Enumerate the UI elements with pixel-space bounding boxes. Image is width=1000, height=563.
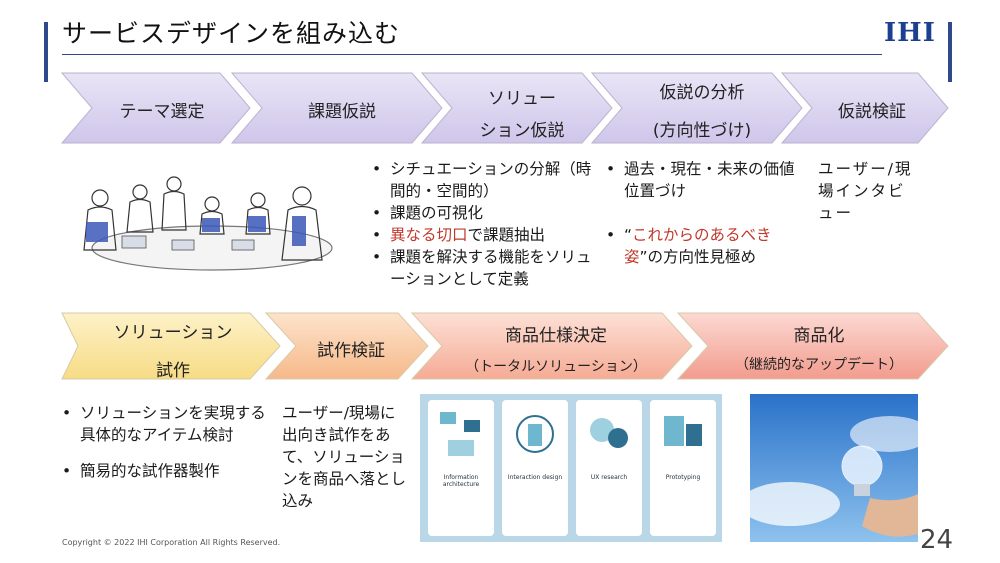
- ux-card-1: Information architecture: [428, 400, 494, 536]
- chevron-label-analysis-1: 仮説の分析: [659, 83, 745, 103]
- chevron-label-prototype-test: 試作検証: [317, 341, 385, 361]
- chevron-label-prototype-1: ソリューション: [113, 323, 233, 343]
- note-future-direction: “これからのあるべき姿”の方向性見極め: [602, 224, 807, 268]
- chevron-label-commercialize-1: 商品化: [793, 326, 845, 346]
- chevron-prototype-test: [264, 312, 429, 380]
- note-value-positioning: 過去・現在・未来の価値位置づけ: [602, 158, 807, 202]
- prototyping-icon: [664, 416, 702, 446]
- chevron-label-hypothesis: 課題仮説: [308, 102, 376, 122]
- chevron-verification: [780, 72, 949, 144]
- interaction-icon: [516, 415, 554, 453]
- chevron-label-solution-2: ション仮説: [479, 121, 565, 141]
- chevron-label-prototype-2: 試作: [156, 361, 190, 381]
- chevron-label-theme: テーマ選定: [119, 102, 205, 122]
- chevron-label-spec-2: （トータルソリューション）: [465, 359, 647, 375]
- title-underline: [62, 54, 882, 55]
- ux-cards-image: Information architecture Interaction des…: [420, 394, 722, 542]
- right-accent-bar: [948, 22, 952, 82]
- note-simple-prototype: 簡易的な試作器製作: [58, 460, 273, 482]
- ihi-logo: IHI: [884, 18, 936, 48]
- analysis-notes: 過去・現在・未来の価値位置づけ “これからのあるべき姿”の方向性見極め: [602, 158, 807, 268]
- chevron-theme: [60, 72, 251, 144]
- chevron-hypothesis: [230, 72, 443, 144]
- research-icon: [590, 418, 628, 448]
- verification-note: ユーザー/現場インタビュー: [818, 160, 913, 222]
- note-concrete-items: ソリューションを実現する具体的なアイテム検討: [58, 402, 273, 446]
- chevron-solution-hypothesis: [420, 72, 613, 144]
- chevron-label-spec-1: 商品仕様決定: [505, 326, 607, 346]
- chevron-label-analysis-2: (方向性づけ): [652, 121, 752, 141]
- highlight-future-vision: これからのあるべき姿: [624, 226, 772, 266]
- card-title-4: Prototyping: [665, 474, 701, 481]
- ux-card-2: Interaction design: [502, 400, 568, 536]
- note-visualize-issues: 課題の可視化: [368, 202, 598, 224]
- chevron-label-verification: 仮説検証: [838, 102, 906, 122]
- lightbulb-sky-image: [750, 394, 918, 542]
- solution-hypothesis-notes: シチュエーションの分解（時間的・空間的） 課題の可視化 異なる切口で課題抽出 課…: [368, 158, 598, 290]
- page-title: サービスデザインを組み込む: [62, 19, 401, 48]
- note-different-angle: 異なる切口で課題抽出: [368, 224, 598, 246]
- architecture-icon: [440, 412, 480, 456]
- card-title-2: Interaction design: [507, 474, 563, 481]
- left-accent-bar: [44, 22, 48, 82]
- chevron-analysis: [590, 72, 803, 144]
- prototype-notes: ソリューションを実現する具体的なアイテム検討 簡易的な試作器製作: [58, 402, 273, 482]
- chevron-spec: [410, 312, 693, 380]
- ux-card-4: Prototyping: [650, 400, 716, 536]
- note-situation-breakdown: シチュエーションの分解（時間的・空間的）: [368, 158, 598, 202]
- ux-card-3: UX research: [576, 400, 642, 536]
- chevron-label-commercialize-2: （継続的なアップデート）: [735, 357, 903, 373]
- page-number: 24: [920, 525, 954, 555]
- meeting-sketch-image: [83, 176, 333, 271]
- chevron-label-solution-1: ソリュー: [488, 89, 556, 109]
- chevron-prototype: [61, 312, 281, 380]
- chevron-commercialize: [676, 312, 949, 380]
- card-title-3: UX research: [590, 474, 628, 481]
- prototype-validation-note: ユーザー/現場に出向き試作をあて、ソリューションを商品へ落とし込み: [282, 404, 407, 510]
- copyright: Copyright © 2022 IHI Corporation All Rig…: [62, 538, 281, 547]
- note-define-solution: 課題を解決する機能をソリューションとして定義: [368, 246, 598, 290]
- card-title-1: Information architecture: [442, 474, 480, 488]
- highlight-different-angle: 異なる切口: [390, 226, 468, 244]
